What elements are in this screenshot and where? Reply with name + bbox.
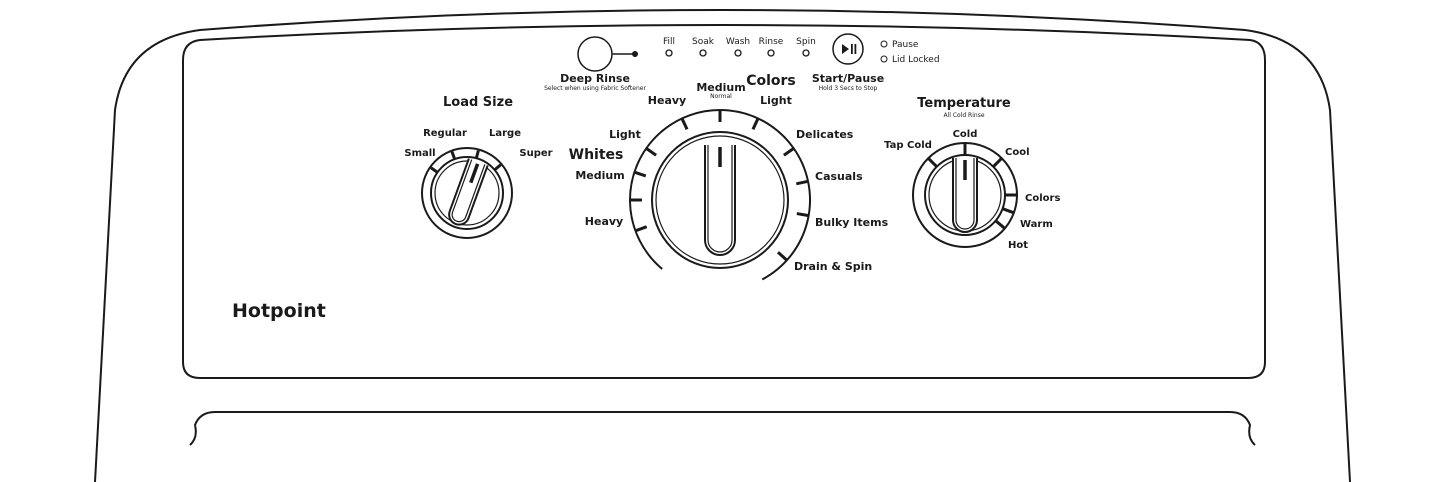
- dial-tick: [795, 179, 809, 186]
- pause-indicator-label: Pause: [892, 40, 919, 50]
- whites-heading: Whites: [569, 147, 624, 163]
- dial-knob-handle[interactable]: [952, 158, 978, 233]
- lid-locked-indicator-label: Lid Locked: [892, 55, 940, 65]
- dial-knob-handle[interactable]: [704, 145, 736, 256]
- knob-grip[interactable]: [446, 158, 489, 228]
- cycle-whites-medium: Medium: [575, 169, 624, 182]
- lid-lip-outline: [189, 411, 1256, 446]
- status-lights: Fill Soak Wash Rinse Spin: [663, 37, 816, 57]
- dial-tick: [783, 147, 795, 157]
- temp-cold: Cold: [953, 129, 978, 140]
- dial-tick: [994, 219, 1006, 230]
- temp-colors: Colors: [1025, 193, 1060, 204]
- load-size-dial[interactable]: [421, 147, 513, 239]
- dial-knob-inner-ring: [655, 135, 785, 265]
- status-light-fill: [665, 49, 673, 57]
- knob-grip-inner: [707, 145, 733, 253]
- cycle-drain-spin: Drain & Spin: [794, 260, 872, 273]
- status-label-rinse: Rinse: [759, 37, 784, 47]
- cycle-whites-heavy: Heavy: [585, 215, 623, 228]
- load-size-title: Load Size: [443, 95, 513, 110]
- temperature-title: Temperature: [917, 96, 1011, 111]
- dial-tick: [992, 157, 1003, 168]
- knob-grip-inner: [955, 158, 975, 230]
- colors-heading: Colors: [746, 73, 796, 89]
- dial-tick: [751, 117, 760, 130]
- dial-knob-ring: [651, 131, 789, 269]
- temp-hot: Hot: [1008, 240, 1028, 251]
- status-label-soak: Soak: [692, 37, 715, 47]
- cycle-whites-light: Light: [609, 128, 641, 141]
- deep-rinse-button[interactable]: [577, 36, 613, 72]
- dial-tick: [776, 251, 788, 262]
- cycle-colors-heavy: Heavy: [648, 94, 686, 107]
- temperature-dial[interactable]: [912, 142, 1018, 248]
- temp-cool: Cool: [1005, 147, 1030, 158]
- dial-outer-ring: [421, 147, 513, 239]
- dial-knob-ring: [430, 156, 504, 230]
- knob-pointer: [469, 163, 480, 184]
- start-pause-sublabel: Hold 3 Secs to Stop: [819, 85, 878, 92]
- dial-knob-handle[interactable]: [446, 158, 489, 228]
- status-label-wash: Wash: [726, 37, 750, 47]
- cycle-bulky-items: Bulky Items: [815, 216, 889, 229]
- cycle-casuals: Casuals: [815, 170, 863, 183]
- temp-tap-cold: Tap Cold: [884, 140, 932, 151]
- dial-tick: [796, 212, 809, 218]
- cycle-colors-medium: Medium: [696, 81, 745, 94]
- dial-tick: [430, 166, 439, 174]
- status-light-wash: [734, 49, 742, 57]
- dial-outer-ring: [629, 109, 811, 281]
- dial-tick: [645, 147, 657, 157]
- load-size-super: Super: [519, 148, 552, 159]
- dial-tick: [633, 170, 647, 178]
- dial-tick: [474, 150, 480, 159]
- status-label-fill: Fill: [663, 37, 675, 47]
- status-light-spin: [802, 49, 810, 57]
- dial-tick: [680, 117, 689, 130]
- load-size-small: Small: [404, 148, 435, 159]
- deep-rinse-light: [632, 51, 638, 57]
- temp-warm: Warm: [1020, 219, 1053, 230]
- knob-grip[interactable]: [952, 158, 978, 233]
- dial-tick: [450, 151, 457, 160]
- pause-indicator-light: [880, 40, 888, 48]
- play-pause-icon: [842, 44, 857, 54]
- start-pause-label: Start/Pause: [812, 72, 884, 85]
- brand-logo: Hotpoint: [232, 300, 326, 322]
- deep-rinse-label: Deep Rinse: [560, 72, 630, 85]
- cycle-dial[interactable]: [629, 109, 811, 281]
- dial-tick: [634, 225, 648, 233]
- start-pause-button[interactable]: [832, 33, 864, 65]
- deep-rinse-sublabel: Select when using Fabric Softener: [544, 85, 646, 92]
- temperature-sublabel: All Cold Rinse: [943, 112, 984, 119]
- load-size-large: Large: [489, 128, 521, 139]
- cycle-colors-light: Light: [760, 94, 792, 107]
- dial-tick: [493, 163, 502, 172]
- dial-tick: [927, 157, 938, 168]
- cycle-delicates: Delicates: [796, 128, 854, 141]
- dial-tick: [1002, 207, 1015, 215]
- status-label-spin: Spin: [796, 37, 816, 47]
- knob-grip[interactable]: [704, 145, 736, 256]
- knob-grip-inner: [451, 159, 486, 223]
- status-light-soak: [699, 49, 707, 57]
- control-panel-border: [182, 24, 1266, 379]
- washer-body-outline: [94, 9, 1351, 482]
- lid-locked-indicator-light: [880, 55, 888, 63]
- cycle-medium-normal: Normal: [710, 93, 732, 100]
- status-light-rinse: [767, 49, 775, 57]
- load-size-regular: Regular: [423, 128, 467, 139]
